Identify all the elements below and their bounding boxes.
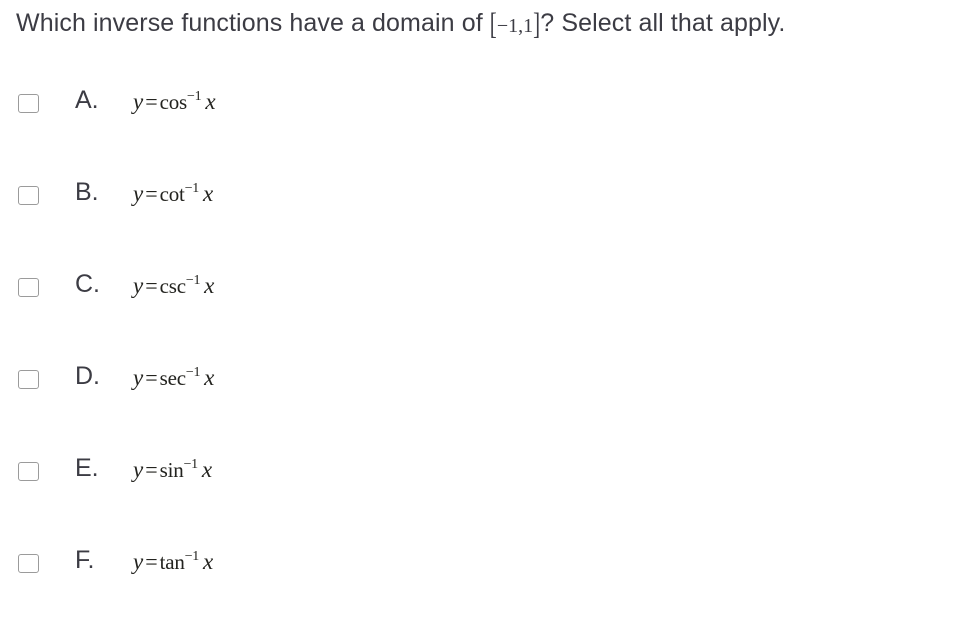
expression-function-name: csc xyxy=(159,274,186,298)
expression-exponent: −1 xyxy=(185,272,201,288)
expression-argument: x xyxy=(203,549,214,574)
expression-lhs: y xyxy=(133,549,144,574)
expression-function-name: cot xyxy=(159,182,185,206)
expression-argument: x xyxy=(201,457,213,482)
expression-lhs: y xyxy=(133,457,144,482)
expression-lhs: y xyxy=(133,181,144,206)
option-letter-c: C. xyxy=(75,270,100,298)
expression-lhs: y xyxy=(133,365,144,390)
option-letter-b: B. xyxy=(75,178,99,206)
interval-open-bracket: [ xyxy=(489,6,497,42)
expression-argument: x xyxy=(204,273,215,298)
expression-function-name: sin xyxy=(159,458,184,482)
checkbox-option-d[interactable] xyxy=(18,370,39,389)
expression-equals: = xyxy=(145,181,158,206)
expression-exponent: −1 xyxy=(185,364,201,380)
expression-argument: x xyxy=(205,89,216,114)
expression-exponent: −1 xyxy=(184,180,200,196)
expression-equals: = xyxy=(145,365,158,390)
expression-exponent: −1 xyxy=(187,88,202,104)
checkbox-option-f[interactable] xyxy=(18,554,39,573)
checkbox-option-c[interactable] xyxy=(18,278,39,297)
checkbox-option-a[interactable] xyxy=(18,94,39,113)
checkbox-option-e[interactable] xyxy=(18,462,39,481)
question-prompt: Which inverse functions have a domain of… xyxy=(16,6,786,41)
expression-equals: = xyxy=(145,549,158,574)
expression-lhs: y xyxy=(133,89,144,114)
expression-function-name: tan xyxy=(159,550,185,574)
expression-exponent: −1 xyxy=(184,548,200,564)
expression-function-name: cos xyxy=(159,90,188,114)
interval-values: −1,1 xyxy=(496,15,534,37)
question-suffix: ? Select all that apply. xyxy=(540,9,786,37)
expression-equals: = xyxy=(145,457,158,482)
interval-notation: [−1,1] xyxy=(490,6,540,41)
expression-lhs: y xyxy=(133,273,144,298)
checkbox-option-b[interactable] xyxy=(18,186,39,205)
option-letter-f: F. xyxy=(75,546,95,574)
option-letter-e: E. xyxy=(75,454,99,482)
option-letter-a: A. xyxy=(75,86,99,114)
expression-function-name: sec xyxy=(159,366,186,390)
expression-argument: x xyxy=(203,181,214,206)
interval-close-bracket: ] xyxy=(533,6,541,42)
expression-equals: = xyxy=(145,89,158,114)
expression-equals: = xyxy=(145,273,158,298)
expression-argument: x xyxy=(204,365,215,390)
expression-exponent: −1 xyxy=(183,456,199,472)
option-letter-d: D. xyxy=(75,362,100,390)
question-prefix: Which inverse functions have a domain of xyxy=(16,9,490,37)
